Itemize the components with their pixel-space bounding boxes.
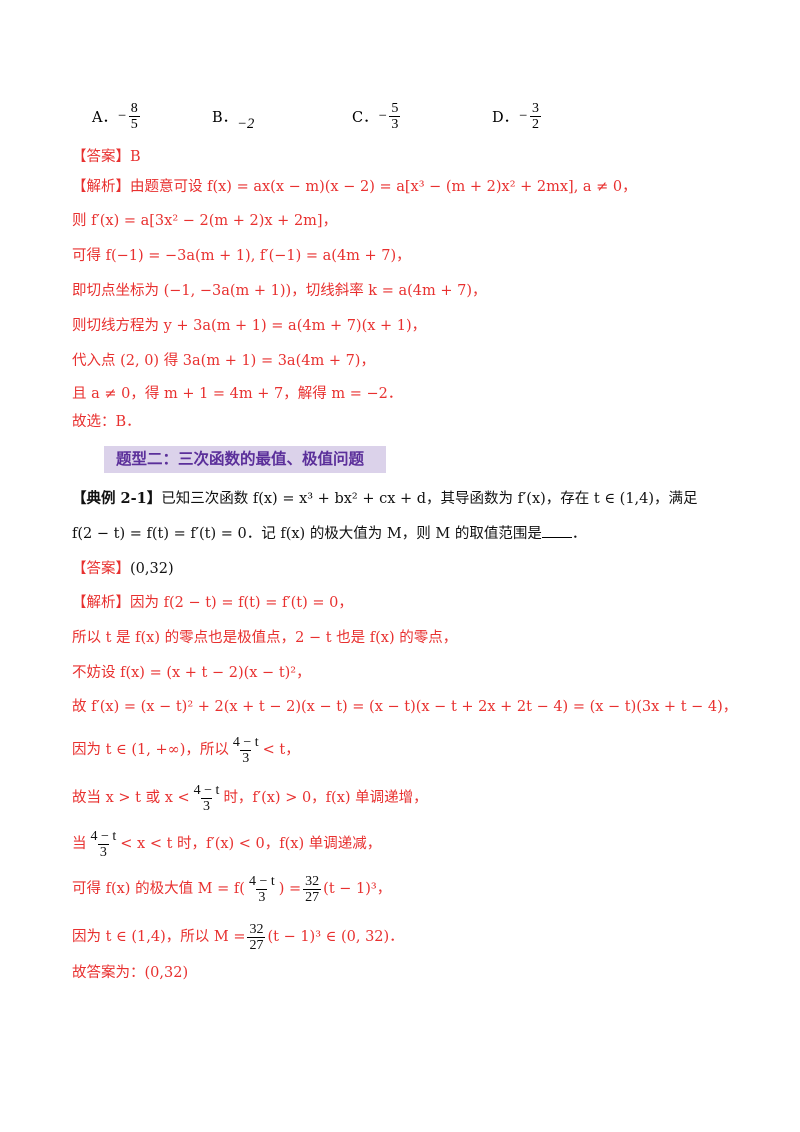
answer-line: 【答案】B [72, 149, 141, 165]
section-banner: 题型二：三次函数的最值、极值问题 [104, 446, 386, 473]
analysis-line: 故 f′(x) = (x − t)² + 2(x + t − 2)(x − t)… [72, 699, 738, 715]
analysis-line: 可得 f(−1) = −3a(m + 1), f′(−1) = a(4m + 7… [72, 248, 411, 264]
choice-b: B． −2 [212, 109, 255, 132]
analysis-line: 则 f′(x) = a[3x² − 2(m + 2)x + 2m]， [72, 213, 338, 229]
answer-line: 【答案】(0,32) [72, 561, 174, 577]
analysis-line: 不妨设 f(x) = (x + t − 2)(x − t)²， [72, 665, 311, 681]
answer-blank [541, 525, 572, 538]
analysis-line: 且 a ≠ 0，得 m + 1 = 4m + 7，解得 m = −2． [72, 386, 403, 402]
analysis-line: 代入点 (2, 0) 得 3a(m + 1) = 3a(4m + 7)， [72, 353, 375, 369]
choice-a: A． − 8 5 [92, 100, 140, 132]
analysis-line: 【解析】因为 f(2 − t) = f(t) = f′(t) = 0， [72, 595, 353, 611]
choice-c: C． − 5 3 [352, 100, 401, 132]
fraction: 8 5 [128, 100, 140, 132]
analysis-line: 所以 t 是 f(x) 的零点也是极值点，2 − t 也是 f(x) 的零点， [72, 630, 458, 646]
example-problem-line: 【典例 2-1】已知三次函数 f(x) = x³ + bx² + cx + d，… [72, 490, 698, 507]
analysis-line: 【解析】由题意可设 f(x) = ax(x − m)(x − 2) = a[x³… [72, 179, 637, 195]
fraction: 5 3 [389, 100, 401, 132]
conclusion-line: 故选：B． [72, 414, 141, 430]
analysis-line: 即切点坐标为 (−1, −3a(m + 1))，切线斜率 k = a(4m + … [72, 283, 487, 299]
example-problem-line: f(2 − t) = f(t) = f′(t) = 0．记 f(x) 的极大值为… [72, 525, 587, 542]
conclusion-line: 故答案为：(0,32) [72, 965, 189, 981]
choice-d: D． − 3 2 [492, 100, 541, 132]
choice-options: A． − 8 5 B． −2 C． − 5 3 D． − 3 2 [72, 96, 692, 136]
analysis-line: 则切线方程为 y + 3a(m + 1) = a(4m + 7)(x + 1)， [72, 318, 427, 334]
fraction: 3 2 [529, 100, 541, 132]
example-tag: 【典例 2-1】 [72, 490, 162, 507]
